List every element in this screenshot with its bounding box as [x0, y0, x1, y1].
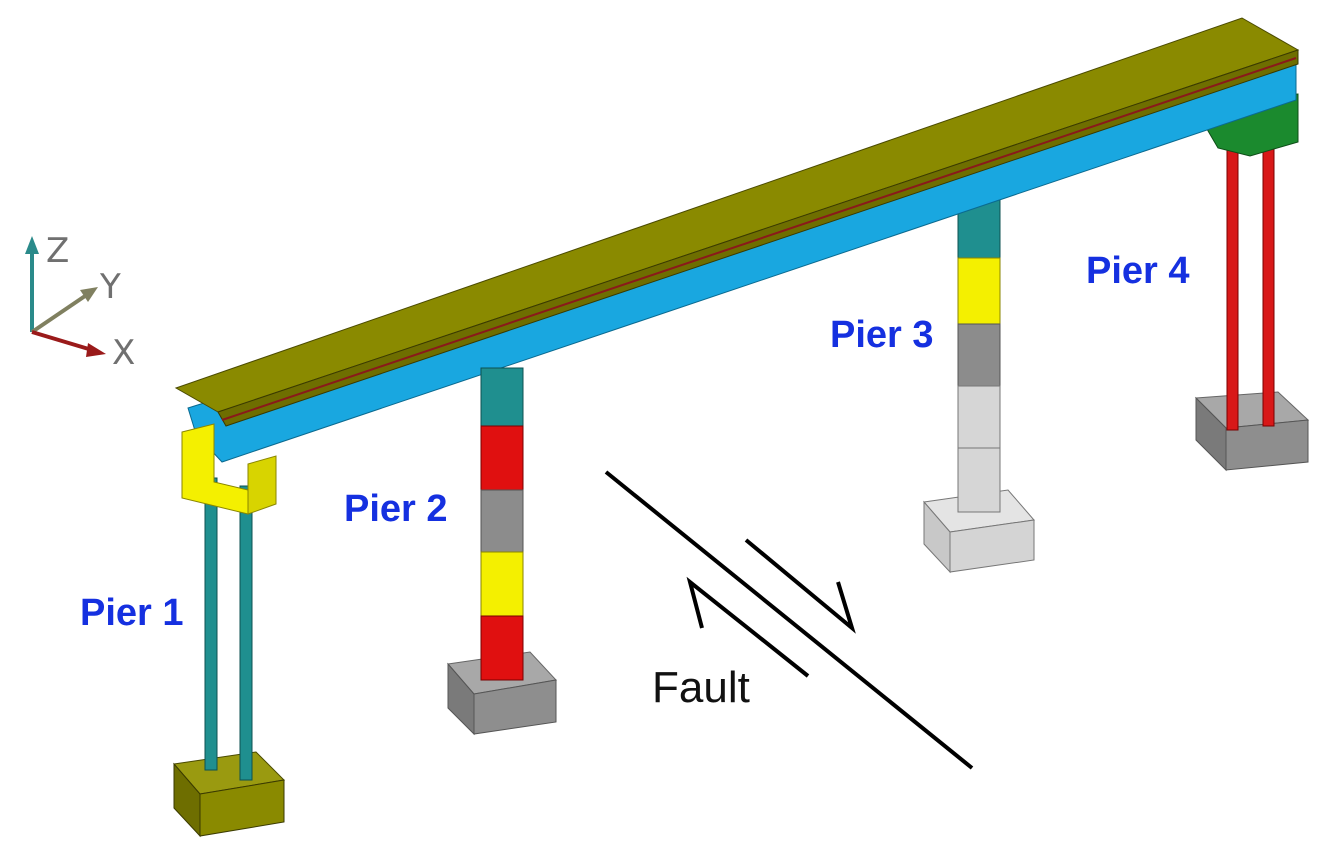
pier-3-label: Pier 3	[830, 314, 934, 356]
x-axis-line	[31, 330, 93, 352]
deck-slab-edge	[217, 49, 1299, 427]
z-axis-arrowhead	[25, 236, 39, 254]
pier-2-segment-red-upper	[480, 425, 524, 491]
pier-3-segment-light-gray-lower	[957, 447, 1001, 513]
pier-4-structure	[1194, 93, 1310, 472]
pier-1-column-right	[239, 485, 253, 781]
x-axis-arrowhead	[86, 343, 106, 357]
pier-2-segment-gray	[480, 489, 524, 553]
fault-arrow-left	[686, 576, 810, 678]
pier-2-segment-teal	[480, 367, 524, 427]
pier-3-footing-side	[949, 519, 1035, 573]
pier-1-label: Pier 1	[80, 592, 184, 634]
y-axis-label: Y	[100, 267, 121, 307]
z-axis-label: Z	[46, 231, 70, 271]
pier-1-bent-cap-side	[247, 455, 277, 515]
pier-3-segment-light-gray-upper	[957, 385, 1001, 449]
x-axis-label: X	[112, 333, 136, 373]
pier-1-footing-side	[199, 779, 285, 837]
pier-2-label: Pier 2	[344, 488, 448, 530]
fault-line	[604, 470, 974, 770]
pier-1-column-left	[204, 477, 218, 771]
fault-arrow-right	[744, 538, 856, 634]
y-axis-line	[30, 292, 90, 334]
pier-2-segment-yellow	[480, 551, 524, 617]
fault-label: Fault	[652, 663, 750, 712]
pier-3-segment-gray	[957, 323, 1001, 387]
deck-edge-line	[221, 57, 1297, 421]
pier-3-structure	[923, 199, 1035, 574]
pier-4-column-right	[1262, 129, 1275, 427]
pier-2-structure	[447, 367, 557, 736]
y-axis-arrowhead	[80, 287, 98, 302]
pier-3-segment-yellow	[957, 257, 1001, 325]
pier-2-segment-red-lower	[480, 615, 524, 681]
pier-4-label: Pier 4	[1086, 250, 1190, 292]
axis-triad	[25, 236, 106, 357]
fault-symbol	[604, 470, 974, 770]
pier-2-footing-side	[473, 679, 557, 735]
pier-4-footing-side	[1225, 419, 1309, 471]
pier-4-column-left	[1226, 137, 1239, 431]
pier-1-structure	[173, 423, 286, 838]
deck-slab-top	[174, 17, 1300, 413]
